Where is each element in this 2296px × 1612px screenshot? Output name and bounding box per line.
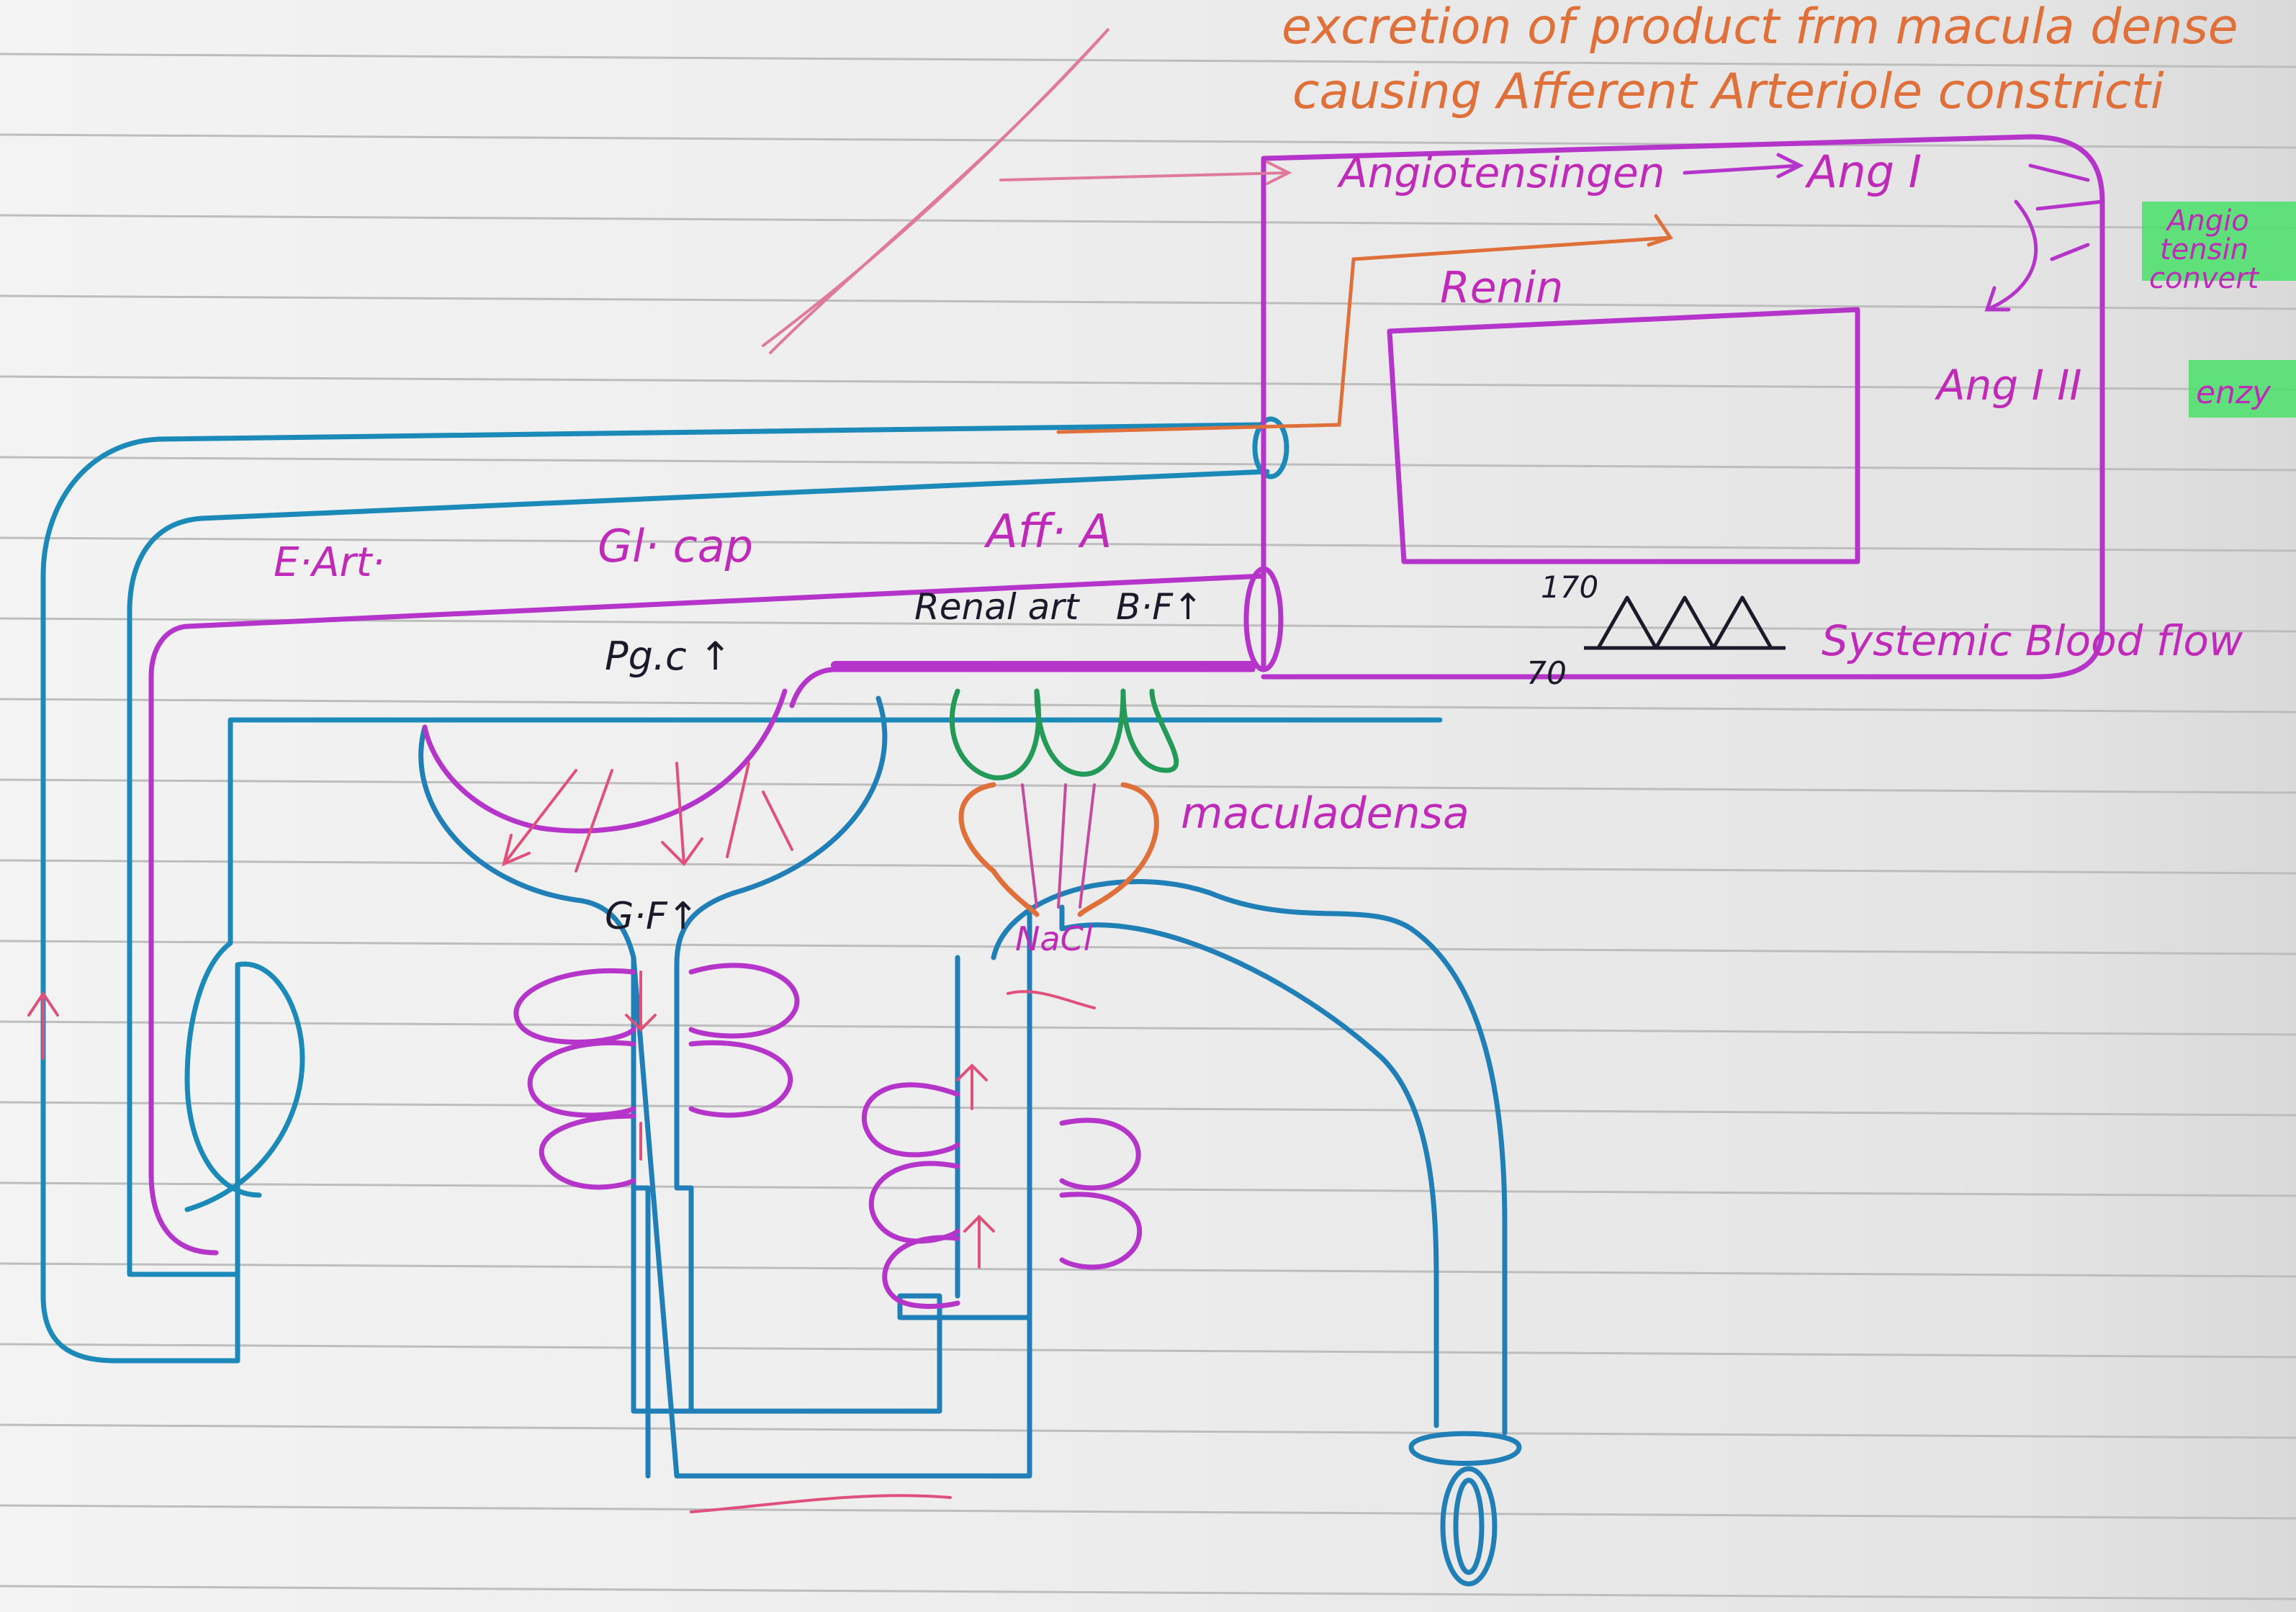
label-renal-artery: Renal art [914, 586, 1081, 628]
label-gfr: G·F↑ [605, 895, 698, 938]
label-angiotensin-converting-3: convert [2149, 262, 2260, 295]
label-afferent-arteriole: Aff· A [983, 505, 1112, 559]
label-systemic-blood-flow: Systemic Blood flow [1822, 616, 2243, 665]
label-renin: Renin [1440, 263, 1563, 313]
nephron-tubule [634, 881, 1519, 1584]
label-glomerular-capillary: Gl· cap [598, 520, 753, 572]
label-macula-densa: maculadensa [1181, 788, 1469, 839]
label-blood-flow: B·F↑ [1116, 586, 1203, 628]
note-line-2: causing Afferent Arteriole constricti [1292, 63, 2164, 120]
label-angiotensinogen: Angiotensingen [1336, 148, 1665, 197]
label-enzyme: enzy [2196, 374, 2272, 411]
label-ang2: Ang I II [1934, 361, 2081, 410]
label-nacl: NaCl [1015, 919, 1093, 958]
filtration-arrows [29, 763, 1094, 1512]
peritubular-coils [516, 965, 1140, 1307]
label-bp-lower: 70 [1526, 655, 1567, 692]
pink-sketch [763, 29, 1289, 353]
label-bp-upper: 170 [1541, 569, 1598, 605]
note-line-1: excretion of product frm macula dense [1282, 0, 2238, 55]
bp-waveform [1584, 598, 1786, 648]
bowman-capsule [421, 698, 885, 1476]
label-efferent-arteriole: E·Art· [274, 539, 384, 586]
label-pgc: Pg.c ↑ [605, 634, 731, 679]
label-ang1: Ang I [1804, 145, 1922, 198]
arterioles [151, 137, 2102, 1253]
